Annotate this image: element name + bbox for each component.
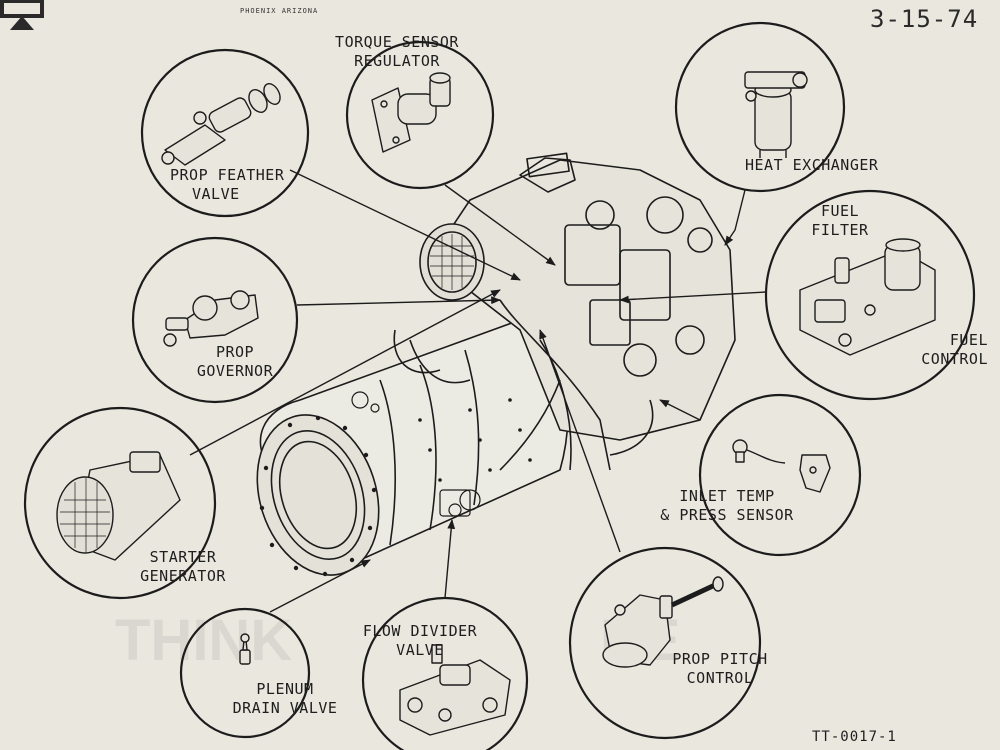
- plenum-drain-valve-icon: [239, 633, 251, 665]
- label-line: VALVE: [192, 185, 240, 203]
- label-line: GOVERNOR: [196, 362, 274, 380]
- heat-exchanger-icon: [744, 71, 808, 158]
- leader-lines: [189, 169, 767, 613]
- label-line: PROP PITCH: [672, 650, 768, 668]
- label-line: VALVE: [396, 641, 444, 659]
- svg-text:THINK: THINK: [115, 608, 292, 673]
- label-prop-governor: PROP GOVERNOR: [180, 343, 290, 381]
- label-starter-generator: STARTER GENERATOR: [128, 548, 238, 586]
- callout-plenum-drain: [179, 607, 311, 739]
- label-line: DRAIN VALVE: [232, 699, 338, 717]
- callout-fuel: [764, 189, 976, 401]
- callout-prop-governor: [131, 236, 299, 404]
- label-prop-pitch-control: PROP PITCH CONTROL: [660, 650, 780, 688]
- logo: [0, 0, 44, 30]
- label-plenum-drain-valve: PLENUM DRAIN VALVE: [210, 680, 360, 718]
- label-line: PLENUM: [256, 680, 314, 698]
- label-line: STARTER: [149, 548, 217, 566]
- prop-governor-icon: [163, 290, 259, 347]
- component-sketches: [56, 71, 936, 736]
- callout-circles: [23, 21, 976, 750]
- starter-generator-icon: [56, 451, 181, 561]
- label-line: GENERATOR: [140, 567, 226, 585]
- torque-sensor-regulator-icon: [371, 72, 451, 153]
- label-fuel-control: FUEL CONTROL: [910, 331, 988, 369]
- label-line: REGULATOR: [354, 52, 440, 70]
- label-line: CONTROL: [686, 669, 754, 687]
- prop-pitch-control-icon: [602, 576, 724, 668]
- callout-starter-generator: [23, 406, 217, 600]
- label-flow-divider-valve: FLOW DIVIDER VALVE: [345, 622, 495, 660]
- callout-prop-feather-valve: [140, 48, 310, 218]
- label-line: FILTER: [811, 221, 869, 239]
- label-line: FUEL: [949, 331, 988, 349]
- label-line: TORQUE SENSOR: [335, 33, 459, 51]
- label-line: HEAT EXCHANGER: [745, 156, 879, 174]
- document-date: 3-15-74: [870, 5, 979, 33]
- label-line: PROP FEATHER: [170, 166, 285, 184]
- label-line: INLET TEMP: [679, 487, 775, 505]
- callout-heat-exchanger: [674, 21, 846, 193]
- label-line: & PRESS SENSOR: [660, 506, 794, 524]
- label-line: FLOW DIVIDER: [362, 622, 478, 640]
- label-prop-feather-valve: PROP FEATHER VALVE: [170, 166, 284, 204]
- fuel-control-icon: [799, 238, 936, 356]
- label-line: CONTROL: [921, 350, 988, 368]
- callout-inlet-temp-press: [698, 393, 862, 557]
- inlet-temp-press-sensor-icon: [732, 439, 831, 493]
- flow-divider-valve-icon: [399, 644, 511, 736]
- label-inlet-temp-press-sensor: INLET TEMP & PRESS SENSOR: [652, 487, 802, 525]
- header-city: PHOENIX ARIZONA: [240, 7, 319, 15]
- document-id: TT-0017-1: [812, 729, 897, 745]
- engine-body: [256, 152, 736, 577]
- callout-prop-pitch-control: [568, 546, 762, 740]
- callout-torque-sensor-regulator: [345, 40, 495, 190]
- prop-feather-valve-icon: [161, 83, 281, 166]
- label-line: FUEL: [820, 202, 860, 220]
- label-heat-exchanger: HEAT EXCHANGER: [745, 156, 878, 175]
- label-line: PROP: [215, 343, 255, 361]
- label-torque-sensor-regulator: TORQUE SENSOR REGULATOR: [322, 33, 472, 71]
- label-fuel-filter: FUEL FILTER: [805, 202, 875, 240]
